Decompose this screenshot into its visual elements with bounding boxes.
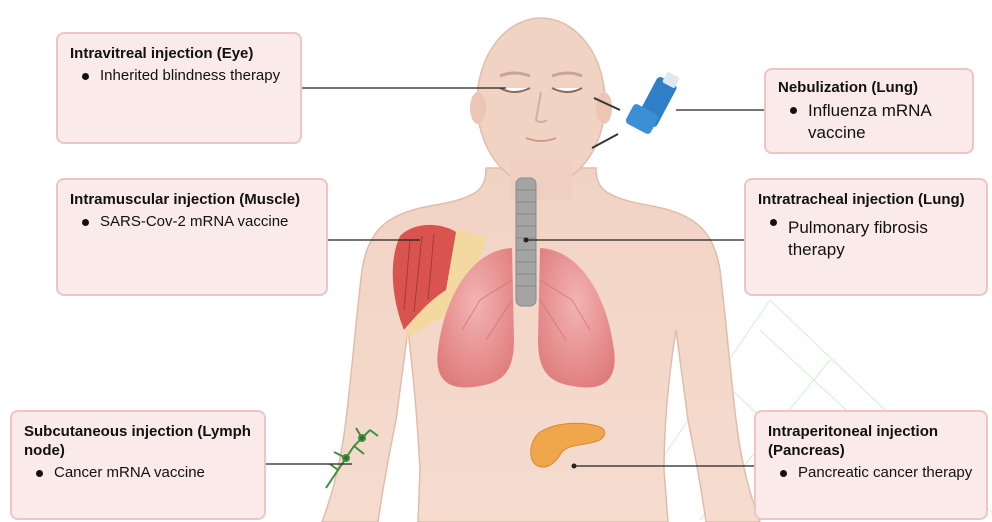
callout-eye-item: Inherited blindness therapy [58,63,300,86]
callout-lymph-item-text: Cancer mRNA vaccine [54,464,205,481]
left-ear [470,92,486,124]
callout-trachea-item-text: Pulmonary fibrosis therapy [788,218,928,259]
callout-trachea-title: Intratracheal injection (Lung) [746,180,986,209]
callout-trachea-item: Pulmonary fibrosis therapy [746,209,986,261]
callout-nebulization-item-text: Influenza mRNA vaccine [808,101,931,142]
bullet-dot [790,107,797,114]
bullet-dot [36,470,43,477]
callout-pancreas-item-text: Pancreatic cancer therapy [798,464,972,481]
callout-muscle: Intramuscular injection (Muscle) SARS-Co… [56,178,328,296]
callout-muscle-item: SARS-Cov-2 mRNA vaccine [58,209,326,232]
callout-pancreas: Intraperitoneal injection (Pancreas) Pan… [754,410,988,520]
callout-eye-title: Intravitreal injection (Eye) [58,34,300,63]
callout-pancreas-item: Pancreatic cancer therapy [756,460,986,483]
bullet-dot [82,73,89,80]
callout-muscle-title: Intramuscular injection (Muscle) [58,180,326,209]
callout-nebulization-item: Influenza mRNA vaccine [766,97,972,144]
callout-trachea: Intratracheal injection (Lung) Pulmonary… [744,178,988,296]
callout-lymph: Subcutaneous injection (Lymph node) Canc… [10,410,266,520]
callout-pancreas-title: Intraperitoneal injection (Pancreas) [756,412,986,460]
callout-nebulization: Nebulization (Lung) Influenza mRNA vacci… [764,68,974,154]
callout-lymph-item: Cancer mRNA vaccine [12,460,264,483]
right-ear [596,92,612,124]
bullet-dot [770,219,777,226]
callout-eye-item-text: Inherited blindness therapy [100,67,280,84]
callout-nebulization-title: Nebulization (Lung) [766,70,972,97]
callout-muscle-item-text: SARS-Cov-2 mRNA vaccine [100,213,288,230]
callout-eye: Intravitreal injection (Eye) Inherited b… [56,32,302,144]
bullet-dot [780,470,787,477]
bullet-dot [82,219,89,226]
callout-lymph-title: Subcutaneous injection (Lymph node) [12,412,264,460]
